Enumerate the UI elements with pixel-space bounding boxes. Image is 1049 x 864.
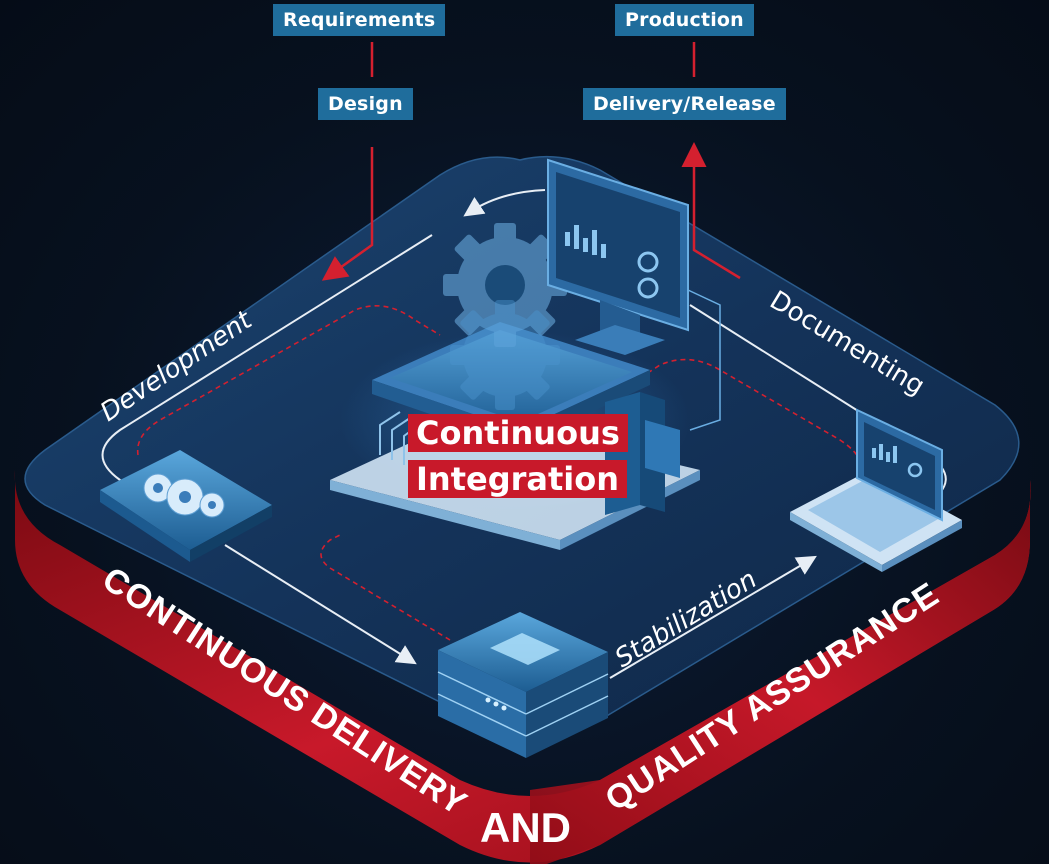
laptop-icon xyxy=(790,408,962,572)
tag-production: Production xyxy=(615,4,754,36)
central-gear-icon xyxy=(443,223,567,410)
gears-module-icon xyxy=(100,450,272,562)
ci-label-line2: Integration xyxy=(408,460,627,498)
band-text-middle: AND xyxy=(480,804,571,851)
tag-requirements: Requirements xyxy=(273,4,446,36)
server-stack-icon xyxy=(437,612,609,758)
ci-label-line1: Continuous xyxy=(408,414,628,452)
tag-delivery-release: Delivery/Release xyxy=(583,88,786,120)
tag-design: Design xyxy=(318,88,413,120)
tag-connectors xyxy=(321,42,741,281)
platform-edge xyxy=(14,470,1031,864)
monitor-chart-icon xyxy=(547,158,721,431)
